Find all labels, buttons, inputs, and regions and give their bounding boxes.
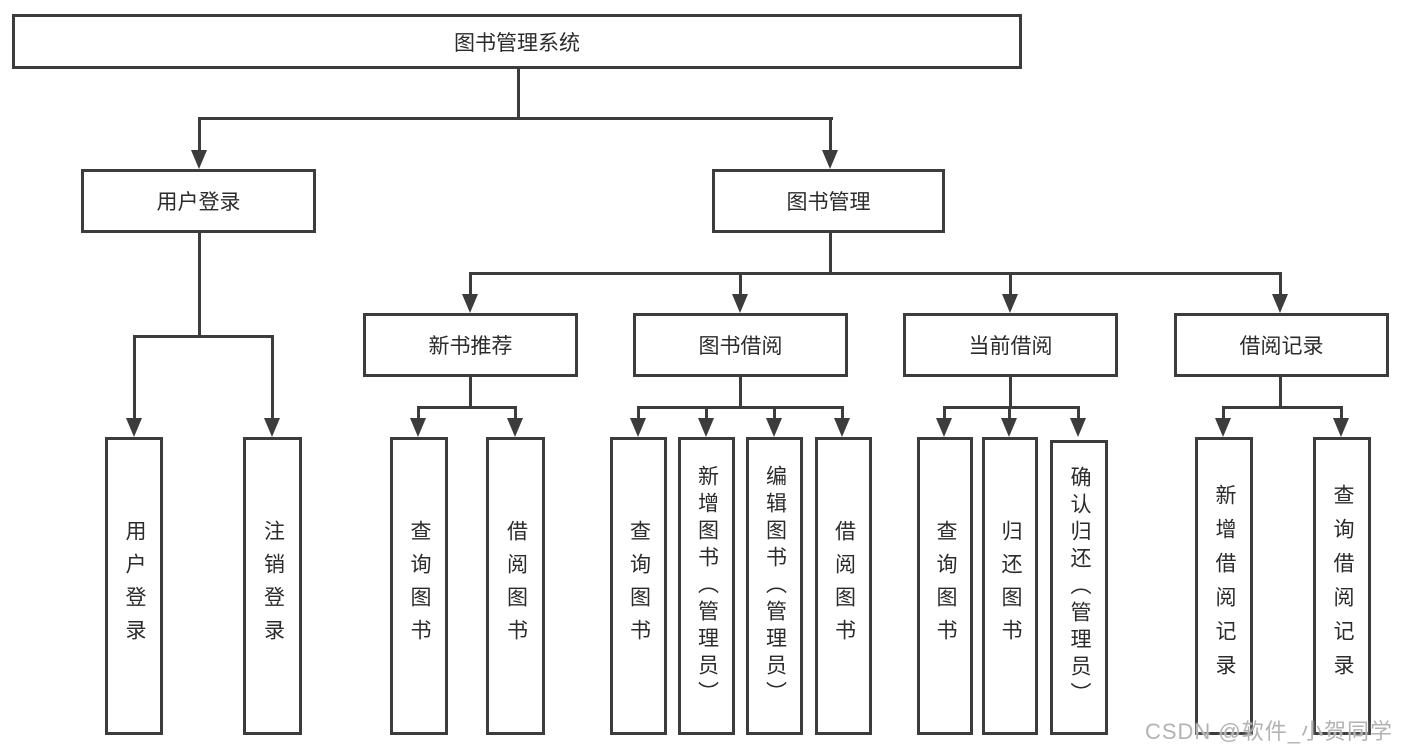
leaf-current-return-books-label: 归还图书: [999, 520, 1022, 652]
leaf-user-login: 用户登录: [105, 437, 163, 735]
arrowhead-icon: [410, 418, 426, 437]
connector-line: [705, 406, 708, 420]
leaf-borrow-borrow-books-label: 借阅图书: [832, 520, 856, 652]
leaf-records-add-record-label: 新增借阅记录: [1213, 484, 1236, 688]
arrowhead-icon: [462, 294, 478, 313]
connector-line: [637, 406, 640, 420]
csdn-watermark: CSDN @软件_小贺同学: [1144, 719, 1393, 744]
leaf-current-query-books: 查询图书: [917, 437, 973, 735]
leaf-current-confirm-return-admin-label: 确认归还（管理员）: [1068, 466, 1091, 709]
connector-line: [133, 335, 136, 419]
leaf-newbook-borrow-books-label: 借阅图书: [504, 520, 528, 652]
connector-line: [1222, 406, 1225, 420]
connector-line: [469, 377, 472, 409]
arrowhead-icon: [766, 418, 782, 437]
arrowhead-icon: [1272, 294, 1288, 313]
connector-line: [271, 335, 274, 419]
connector-line: [829, 117, 832, 153]
arrowhead-icon: [1001, 418, 1017, 437]
leaf-borrow-borrow-books: 借阅图书: [815, 437, 872, 735]
leaf-records-query-record-label: 查询借阅记录: [1331, 484, 1354, 688]
leaf-logout-label: 注销登录: [261, 520, 285, 652]
node-new-book-recommend: 新书推荐: [363, 313, 578, 377]
node-new-book-recommend-label: 新书推荐: [428, 335, 513, 358]
leaf-records-query-record: 查询借阅记录: [1313, 437, 1371, 735]
leaf-newbook-query-books: 查询图书: [390, 437, 448, 735]
connector-line: [739, 272, 742, 296]
connector-line: [133, 335, 274, 338]
leaf-current-query-books-label: 查询图书: [934, 520, 957, 652]
arrowhead-icon: [630, 418, 646, 437]
connector-line: [841, 406, 844, 420]
leaf-current-return-books: 归还图书: [982, 437, 1038, 735]
arrowhead-icon: [264, 418, 280, 437]
arrowhead-icon: [822, 150, 838, 169]
connector-line: [198, 117, 833, 120]
arrowhead-icon: [1215, 418, 1231, 437]
connector-line: [514, 406, 517, 420]
connector-line: [198, 233, 201, 338]
leaf-borrow-add-books-admin-label: 新增图书（管理员）: [695, 464, 719, 708]
connector-line: [469, 272, 1282, 275]
leaf-current-confirm-return-admin: 确认归还（管理员）: [1050, 440, 1108, 735]
leaf-borrow-edit-books-admin-label: 编辑图书（管理员）: [763, 464, 787, 708]
arrowhead-icon: [126, 418, 142, 437]
node-book-management-label: 图书管理: [786, 191, 871, 214]
node-user-login: 用户登录: [81, 169, 316, 233]
node-borrow-records: 借阅记录: [1174, 313, 1389, 377]
connector-line: [1009, 377, 1012, 409]
arrowhead-icon: [834, 418, 850, 437]
connector-line: [417, 406, 420, 420]
arrowhead-icon: [1002, 294, 1018, 313]
arrowhead-icon: [732, 294, 748, 313]
leaf-borrow-query-books: 查询图书: [610, 437, 667, 735]
leaf-borrow-query-books-label: 查询图书: [627, 520, 651, 652]
leaf-borrow-edit-books-admin: 编辑图书（管理员）: [746, 437, 803, 735]
node-current-borrow: 当前借阅: [903, 313, 1118, 377]
connector-line: [1077, 406, 1080, 420]
node-user-login-label: 用户登录: [156, 191, 241, 214]
connector-line: [739, 377, 742, 409]
arrowhead-icon: [698, 418, 714, 437]
leaf-user-login-label: 用户登录: [123, 520, 146, 652]
leaf-logout: 注销登录: [243, 437, 302, 735]
node-book-borrow: 图书借阅: [633, 313, 848, 377]
connector-line: [1279, 272, 1282, 296]
connector-line: [943, 406, 946, 420]
arrowhead-icon: [507, 418, 523, 437]
connector-line: [829, 233, 832, 275]
connector-line: [517, 68, 520, 119]
connector-line: [1009, 272, 1012, 296]
node-borrow-records-label: 借阅记录: [1239, 335, 1324, 358]
connector-line: [417, 406, 517, 409]
leaf-newbook-query-books-label: 查询图书: [408, 520, 431, 652]
node-root: 图书管理系统: [12, 14, 1022, 69]
arrowhead-icon: [1333, 418, 1349, 437]
arrowhead-icon: [1070, 418, 1086, 437]
node-book-borrow-label: 图书借阅: [698, 335, 783, 358]
arrowhead-icon: [191, 150, 207, 169]
connector-line: [943, 406, 1080, 409]
leaf-newbook-borrow-books: 借阅图书: [486, 437, 545, 735]
node-current-borrow-label: 当前借阅: [968, 335, 1053, 358]
node-book-management: 图书管理: [712, 169, 945, 233]
node-root-label: 图书管理系统: [454, 31, 580, 55]
leaf-borrow-add-books-admin: 新增图书（管理员）: [678, 437, 735, 735]
connector-line: [1008, 406, 1011, 420]
connector-line: [773, 406, 776, 420]
arrowhead-icon: [936, 418, 952, 437]
connector-line: [1279, 377, 1282, 409]
leaf-records-add-record: 新增借阅记录: [1195, 437, 1253, 735]
connector-line: [1222, 406, 1343, 409]
connector-line: [198, 117, 201, 153]
connector-line: [1340, 406, 1343, 420]
connector-line: [637, 406, 844, 409]
connector-line: [469, 272, 472, 296]
